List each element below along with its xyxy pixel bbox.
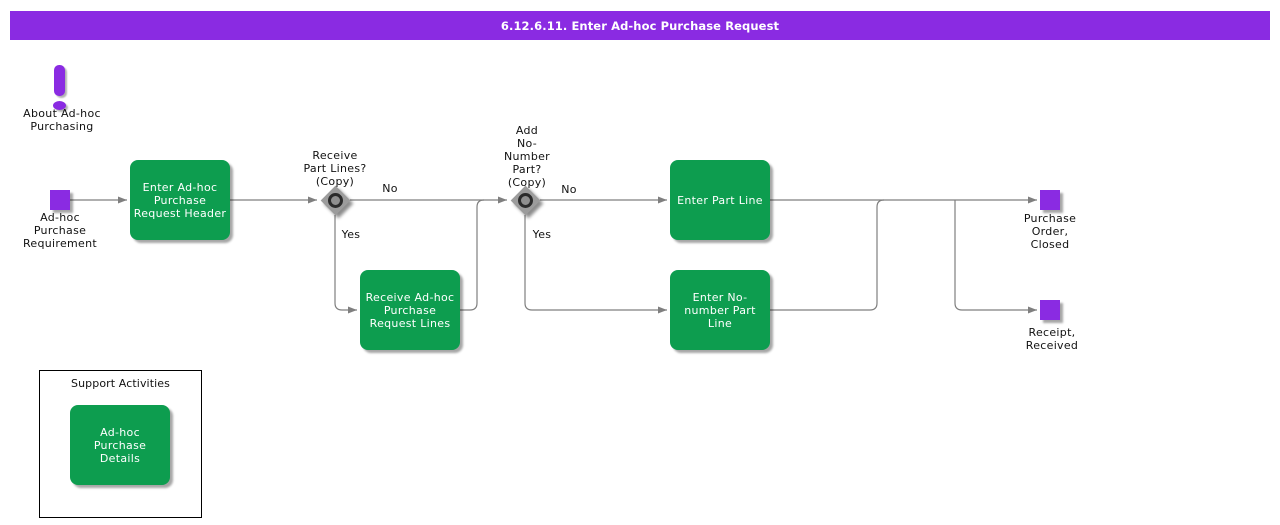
diagram-title: 6.12.6.11. Enter Ad-hoc Purchase Request (500, 18, 780, 33)
activity-label: Ad-hoc Purchase Details (93, 425, 147, 465)
decision-receive-part-lines[interactable] (320, 185, 350, 215)
flow-split-to-receipt (954, 200, 1037, 314)
exclamation-icon-dot (53, 101, 66, 110)
decision2-label: Add No- Number Part? (Copy) (504, 124, 550, 189)
start-event-label: Ad-hoc Purchase Requirement (22, 211, 98, 250)
end-event-receipt-received[interactable] (1040, 300, 1060, 320)
activity-enter-adhoc-purchase-request-header[interactable]: Enter Ad-hoc Purchase Request Header (130, 160, 230, 240)
decision2-no-label: No (561, 183, 577, 196)
decision-add-no-number-part[interactable] (510, 185, 540, 215)
activity-label: Enter Part Line (677, 193, 763, 207)
decision1-yes-label: Yes (341, 228, 361, 241)
activity-receive-adhoc-purchase-request-lines[interactable]: Receive Ad-hoc Purchase Request Lines (360, 270, 460, 350)
decision-circle-icon (327, 192, 343, 208)
flow-receive-lines-merge (460, 199, 485, 311)
activity-enter-part-line[interactable]: Enter Part Line (670, 160, 770, 240)
activity-enter-no-number-part-line[interactable]: Enter No- number Part Line (670, 270, 770, 350)
about-note-label: About Ad-hoc Purchasing (23, 107, 101, 133)
end-event-receipt-label: Receipt, Received (1025, 326, 1079, 352)
activity-label: Receive Ad-hoc Purchase Request Lines (365, 290, 455, 330)
diagram-title-bar: 6.12.6.11. Enter Ad-hoc Purchase Request (10, 11, 1270, 40)
exclamation-icon-bar (54, 65, 65, 96)
decision1-no-label: No (382, 182, 398, 195)
decision1-label: Receive Part Lines? (Copy) (303, 149, 367, 188)
flow-decision1-yes (334, 215, 357, 314)
end-event-purchase-order-label: Purchase Order, Closed (1023, 212, 1077, 251)
activity-label: Enter Ad-hoc Purchase Request Header (133, 180, 227, 220)
decision2-yes-label: Yes (532, 228, 552, 241)
flow-no-number-merge (770, 199, 885, 311)
flow-decision2-yes (524, 215, 667, 314)
start-event-adhoc-purchase-requirement[interactable] (50, 190, 70, 210)
support-activities-title: Support Activities (71, 377, 170, 390)
activity-label: Enter No- number Part Line (684, 290, 756, 330)
activity-adhoc-purchase-details[interactable]: Ad-hoc Purchase Details (70, 405, 170, 485)
end-event-purchase-order-closed[interactable] (1040, 190, 1060, 210)
decision-circle-icon (517, 192, 533, 208)
